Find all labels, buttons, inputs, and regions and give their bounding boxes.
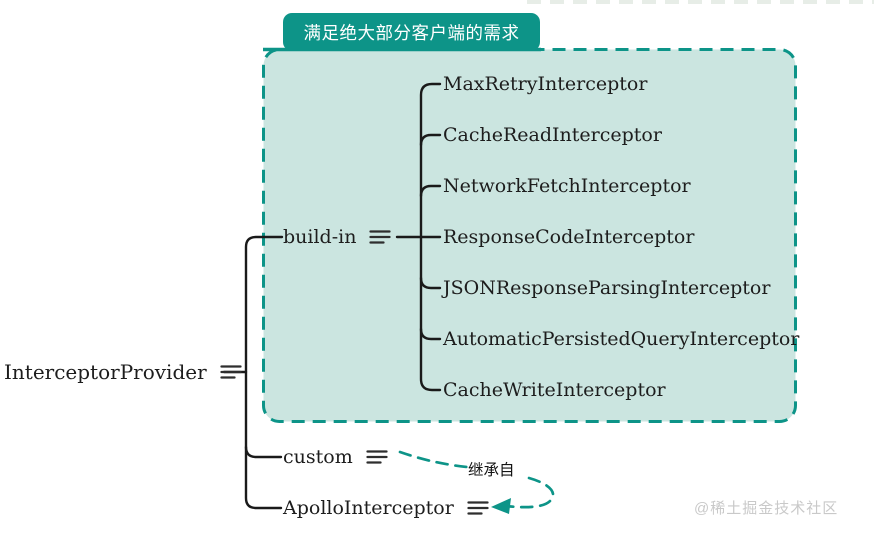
edge-child-6	[419, 327, 442, 341]
notes-icon	[366, 450, 388, 464]
node-apollo-interceptor: ApolloInterceptor	[283, 495, 489, 521]
node-response-code-interceptor: ResponseCodeInterceptor	[443, 226, 695, 248]
node-cache-read-interceptor: CacheReadInterceptor	[443, 124, 662, 146]
node-interceptor-provider: InterceptorProvider	[4, 359, 242, 385]
node-max-retry-interceptor: MaxRetryInterceptor	[443, 73, 648, 95]
node-cache-write-interceptor: CacheWriteInterceptor	[443, 379, 666, 401]
notes-icon	[369, 230, 392, 244]
node-custom: custom	[283, 444, 388, 470]
notes-icon	[467, 501, 489, 515]
node-build-in: build-in	[283, 224, 392, 250]
boundary-box	[262, 48, 797, 423]
edge-left-trunk	[244, 235, 284, 510]
inherit-arrowhead	[491, 498, 511, 514]
edge-children-trunk	[419, 82, 442, 392]
cropped-dashed-border	[527, 0, 874, 4]
edge-custom	[244, 445, 283, 459]
node-network-fetch-interceptor: NetworkFetchInterceptor	[443, 175, 691, 197]
node-label: ApolloInterceptor	[283, 497, 454, 519]
inherit-arrow	[398, 450, 555, 509]
node-label: custom	[283, 446, 353, 468]
edge-child-3	[419, 184, 442, 198]
node-automatic-persisted-query-interceptor: AutomaticPersistedQueryInterceptor	[443, 328, 800, 350]
node-json-response-parsing-interceptor: JSONResponseParsingInterceptor	[443, 277, 771, 299]
inherit-arrow-lead	[398, 450, 469, 469]
inherit-edge-label: 继承自	[468, 462, 515, 479]
tree-edges	[222, 82, 442, 510]
edge-child-5	[419, 276, 442, 290]
notes-icon	[220, 365, 242, 379]
node-label: build-in	[283, 226, 357, 248]
watermark: @稀土掘金技术社区	[694, 500, 839, 517]
node-label: InterceptorProvider	[4, 360, 207, 384]
callout-label: 满足绝大部分客户端的需求	[283, 13, 540, 51]
inherit-arrow-hook	[504, 476, 555, 509]
callout-text: 满足绝大部分客户端的需求	[303, 22, 520, 43]
edge-child-2	[419, 133, 442, 147]
